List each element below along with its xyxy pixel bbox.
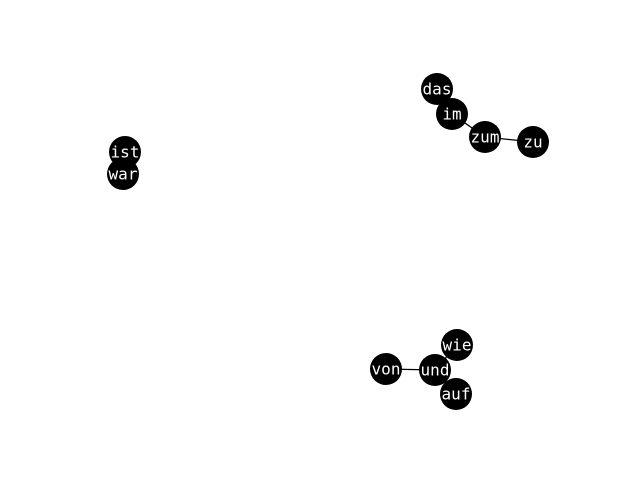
node-label: auf xyxy=(442,385,471,404)
node-label: zum xyxy=(471,128,500,147)
node-circle xyxy=(421,73,453,105)
node-label: zu xyxy=(523,133,542,152)
node-und: und xyxy=(419,354,451,386)
node-circle xyxy=(441,329,473,361)
node-circle xyxy=(436,98,468,130)
node-label: wie xyxy=(443,336,472,355)
node-von: von xyxy=(370,353,402,385)
node-circle xyxy=(370,353,402,385)
node-label: ist xyxy=(111,143,140,162)
node-label: und xyxy=(421,361,450,380)
node-label: im xyxy=(442,105,461,124)
node-zum: zum xyxy=(469,121,501,153)
node-label: von xyxy=(372,360,401,379)
node-wie: wie xyxy=(441,329,473,361)
node-war: war xyxy=(107,158,139,190)
node-zu: zu xyxy=(517,126,549,158)
node-das: das xyxy=(421,73,453,105)
node-circle xyxy=(419,354,451,386)
node-circle xyxy=(469,121,501,153)
node-circle xyxy=(107,158,139,190)
node-circle xyxy=(517,126,549,158)
node-label: war xyxy=(109,165,138,184)
node-auf: auf xyxy=(440,378,472,410)
node-label: das xyxy=(423,80,452,99)
node-circle xyxy=(440,378,472,410)
node-im: im xyxy=(436,98,468,130)
